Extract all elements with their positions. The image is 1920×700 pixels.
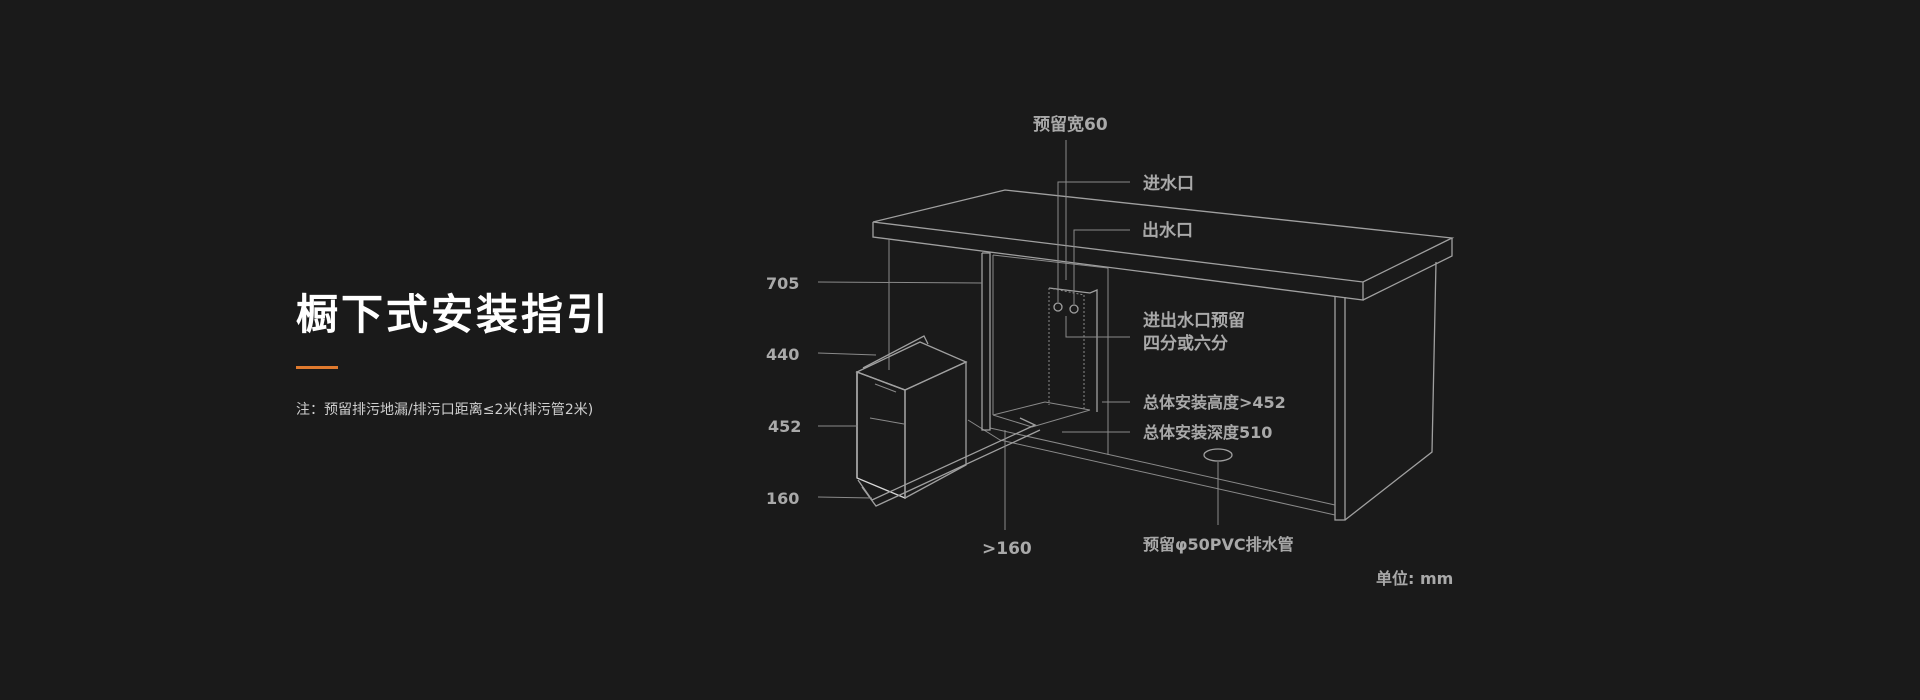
dimension-160: 160 [766,489,799,508]
total-depth-label: 总体安装深度510 [1143,423,1272,442]
unit-label: 单位: mm [1376,569,1453,588]
cabinet-body [888,239,1437,521]
inlet-outlet-size-label: 四分或六分 [1143,333,1228,354]
drain-hole [1203,448,1233,462]
total-height-label: 总体安装高度>452 [1143,393,1286,412]
floor-clearance-label: >160 [982,539,1032,559]
inlet-outlet-plate [1048,287,1098,412]
inlet-outlet-reserve-label: 进出水口预留 [1143,310,1245,331]
reserve-width-label: 预留宽60 [1033,114,1108,135]
dimension-452: 452 [768,417,801,436]
installation-note: 注：预留排污地漏/排污口距离≤2米(排污管2米) [296,402,594,418]
water-inlet-label: 进水口 [1143,173,1194,194]
leader-lines [817,140,1219,530]
page-title: 橱下式安装指引 [296,290,612,339]
intro-panel: 橱下式安装指引 注：预留排污地漏/排污口距离≤2米(排污管2米) [296,288,716,419]
cabinet-countertop [872,189,1455,301]
water-outlet-label: 出水口 [1142,220,1193,241]
drain-pipe-label: 预留φ50PVC排水管 [1143,535,1294,554]
title-accent-bar [296,366,338,369]
water-purifier-unit [855,335,1041,507]
dimension-440: 440 [766,345,799,364]
dimension-705: 705 [766,274,799,293]
